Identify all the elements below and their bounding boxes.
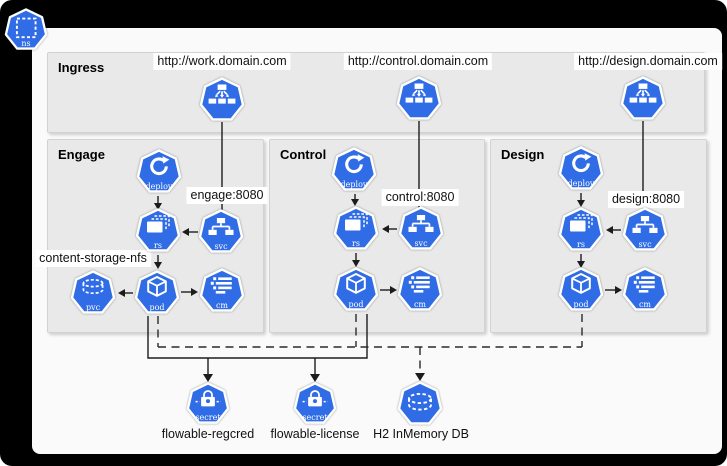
storage-label: content-storage-nfs [35,250,151,267]
port-label-engage: engage:8080 [186,187,268,204]
control-replicaset-icon[interactable]: rs [333,206,379,252]
design-pod-icon[interactable]: pod [558,267,604,313]
database-label: H2 InMemory DB [373,427,469,441]
design-service-icon[interactable]: svc [622,207,668,253]
control-panel: Control [269,139,485,333]
url-label-work: http://work.domain.com [153,53,291,70]
engage-pvc-icon[interactable]: pvc [70,270,116,316]
ingress-panel-title: Ingress [58,60,105,75]
secret-label-license: flowable-license [270,427,360,441]
engage-panel-title: Engage [58,147,105,162]
port-label-control: control:8080 [381,189,459,206]
design-deploy-icon[interactable]: deploy [558,146,604,192]
engage-pod-icon[interactable]: pod [134,270,180,316]
design-configmap-icon[interactable]: cm [622,267,668,313]
design-panel-title: Design [501,147,545,162]
control-pod-icon[interactable]: pod [333,267,379,313]
engage-deploy-icon[interactable]: deploy [136,149,182,195]
url-label-design: http://design.domain.com [574,53,722,70]
url-label-control: http://control.domain.com [343,53,493,70]
secret-regcred-icon[interactable]: secret [186,382,230,426]
engage-replicaset-icon[interactable]: rs [135,208,181,254]
ingress-icon-work[interactable] [199,77,245,123]
design-replicaset-icon[interactable]: rs [558,207,604,253]
engage-service-icon[interactable]: svc [198,209,244,255]
engage-configmap-icon[interactable]: cm [199,268,245,314]
control-deploy-icon[interactable]: deploy [331,147,377,193]
control-service-icon[interactable]: svc [398,206,444,252]
ingress-icon-control[interactable] [396,76,442,122]
secret-label-regcred: flowable-regcred [161,427,255,441]
ingress-icon-design[interactable] [620,76,666,122]
inmemory-db-icon[interactable] [397,381,443,427]
secret-license-icon[interactable]: secret [293,382,337,426]
port-label-design: design:8080 [607,191,685,208]
control-configmap-icon[interactable]: cm [397,267,443,313]
control-panel-title: Control [280,147,327,162]
namespace-icon[interactable]: ns [4,8,48,52]
